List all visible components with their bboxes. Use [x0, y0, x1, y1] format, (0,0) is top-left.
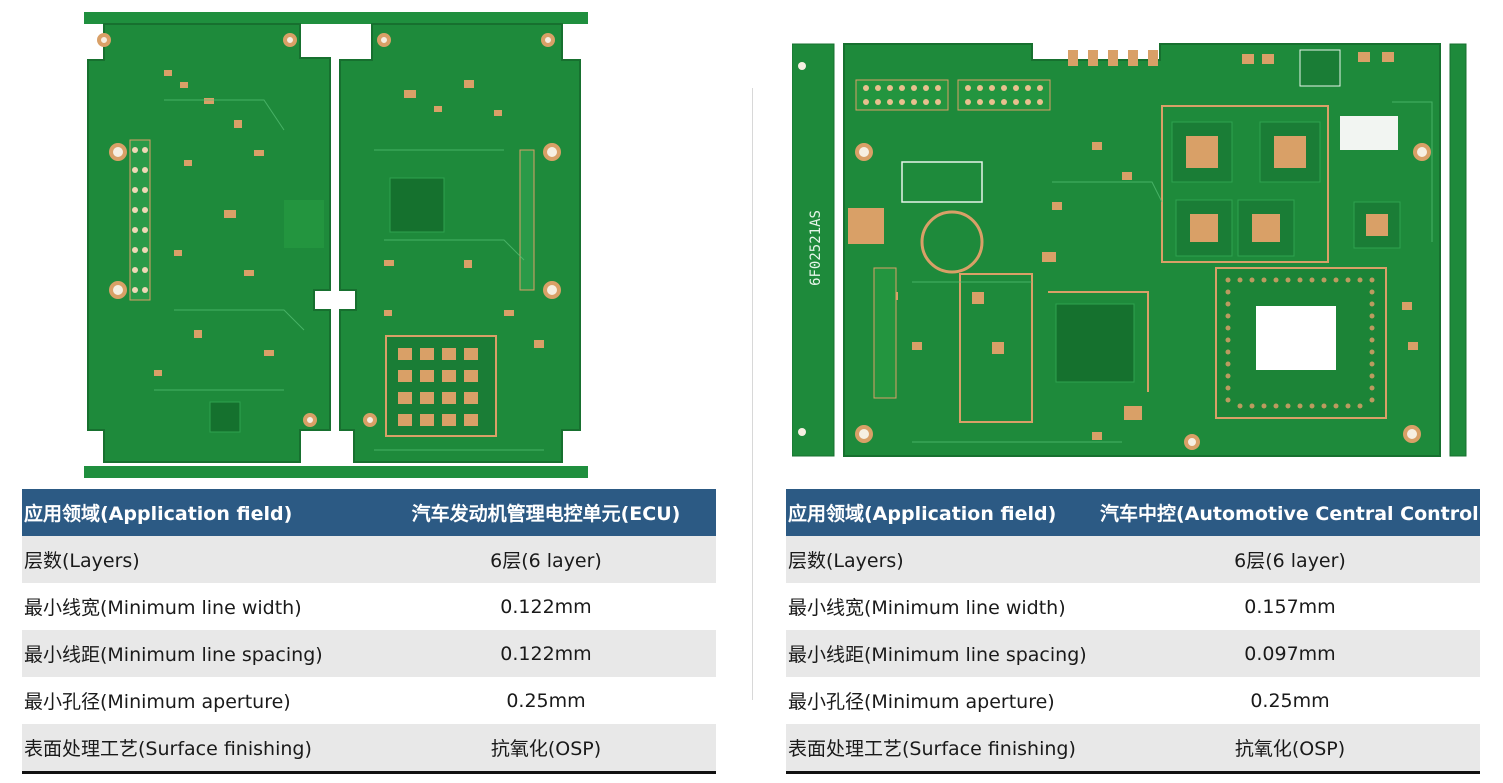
row-label: 表面处理工艺(Surface finishing) [786, 724, 1100, 774]
central-control-spec-table: 应用领域(Application field) 汽车中控(Automotive … [786, 489, 1480, 774]
row-value: 0.097mm [1100, 630, 1480, 677]
table-row: 层数(Layers) 6层(6 layer) [22, 536, 716, 583]
header-label: 应用领域(Application field) [22, 489, 376, 536]
table-row: 最小线距(Minimum line spacing) 0.097mm [786, 630, 1480, 677]
table-row: 最小线宽(Minimum line width) 0.122mm [22, 583, 716, 630]
ecu-pcb-image [84, 12, 588, 478]
row-value: 6层(6 layer) [1100, 536, 1480, 583]
table-row: 最小孔径(Minimum aperture) 0.25mm [786, 677, 1480, 724]
row-value: 6层(6 layer) [376, 536, 716, 583]
row-value: 0.25mm [376, 677, 716, 724]
table-row: 最小孔径(Minimum aperture) 0.25mm [22, 677, 716, 724]
row-value: 抗氧化(OSP) [376, 724, 716, 774]
row-label: 最小线宽(Minimum line width) [786, 583, 1100, 630]
table-row: 层数(Layers) 6层(6 layer) [786, 536, 1480, 583]
central-control-pcb-image: 6F02521AS [792, 43, 1467, 457]
row-label: 最小孔径(Minimum aperture) [786, 677, 1100, 724]
table-row: 最小线宽(Minimum line width) 0.157mm [786, 583, 1480, 630]
header-value: 汽车中控(Automotive Central Control) [1100, 489, 1480, 536]
table-row: 表面处理工艺(Surface finishing) 抗氧化(OSP) [786, 724, 1480, 774]
table-row: 表面处理工艺(Surface finishing) 抗氧化(OSP) [22, 724, 716, 774]
table-header-row: 应用领域(Application field) 汽车发动机管理电控单元(ECU) [22, 489, 716, 536]
table-header-row: 应用领域(Application field) 汽车中控(Automotive … [786, 489, 1480, 536]
row-value: 0.157mm [1100, 583, 1480, 630]
row-label: 层数(Layers) [22, 536, 376, 583]
panel-divider [752, 88, 753, 700]
row-label: 最小线距(Minimum line spacing) [786, 630, 1100, 677]
row-value: 0.122mm [376, 630, 716, 677]
table-row: 最小线距(Minimum line spacing) 0.122mm [22, 630, 716, 677]
ecu-spec-table: 应用领域(Application field) 汽车发动机管理电控单元(ECU)… [22, 489, 716, 774]
row-label: 最小线距(Minimum line spacing) [22, 630, 376, 677]
header-label: 应用领域(Application field) [786, 489, 1100, 536]
row-value: 抗氧化(OSP) [1100, 724, 1480, 774]
row-value: 0.122mm [376, 583, 716, 630]
header-value: 汽车发动机管理电控单元(ECU) [376, 489, 716, 536]
row-label: 最小线宽(Minimum line width) [22, 583, 376, 630]
row-label: 最小孔径(Minimum aperture) [22, 677, 376, 724]
row-label: 表面处理工艺(Surface finishing) [22, 724, 376, 774]
board-marking: 6F02521AS [808, 210, 824, 286]
row-label: 层数(Layers) [786, 536, 1100, 583]
row-value: 0.25mm [1100, 677, 1480, 724]
